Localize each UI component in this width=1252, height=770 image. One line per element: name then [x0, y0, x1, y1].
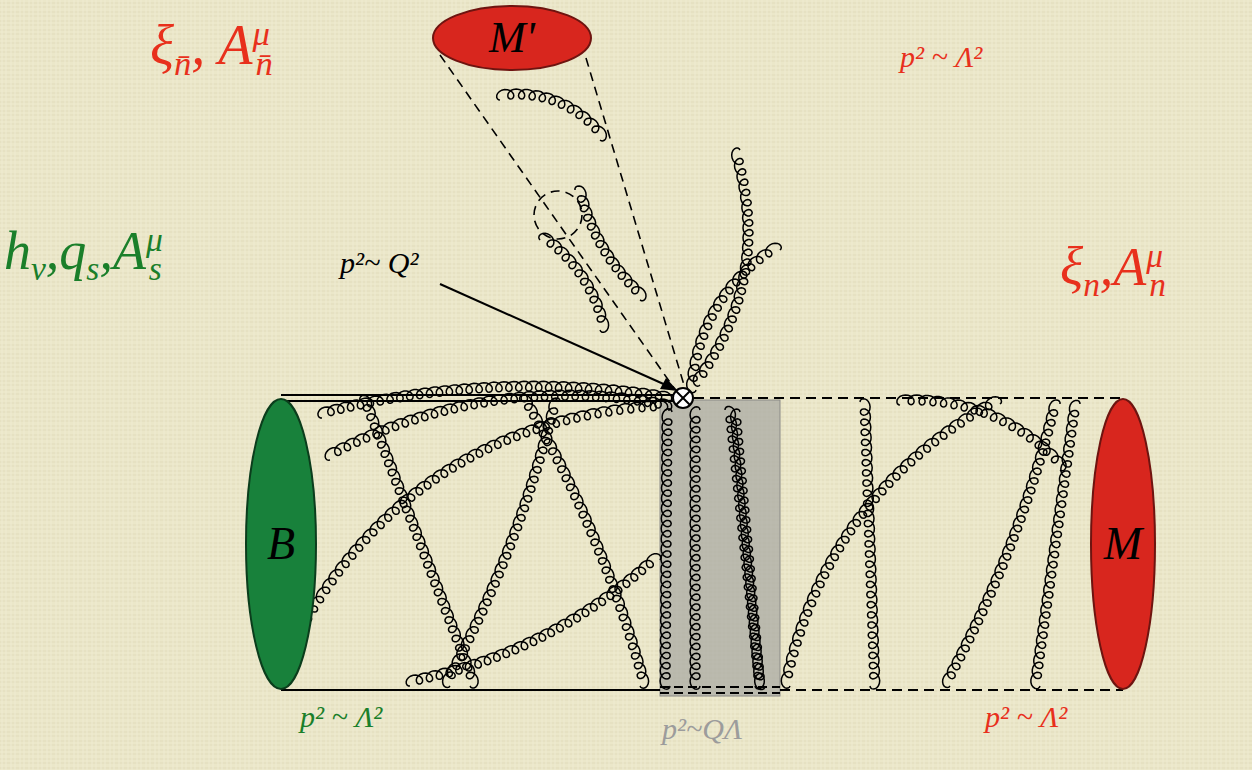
gluon: [520, 395, 649, 688]
gluon: [731, 409, 765, 689]
ellipse-outline: [246, 399, 316, 689]
gluon: [693, 148, 753, 386]
field-label: p²~QΛ: [662, 712, 742, 745]
field-label: ξn̄, Aμn̄: [150, 15, 273, 83]
field-label: p² ~ Λ²: [300, 700, 382, 733]
gluon: [497, 89, 607, 141]
gluon: [293, 401, 668, 642]
vertex-symbol: [673, 388, 693, 408]
meson-name: B: [245, 521, 317, 567]
vertex-arrow: [440, 284, 678, 391]
hard-collinear-box: [660, 400, 780, 696]
gluon: [360, 395, 478, 688]
gluon: [690, 407, 700, 689]
heavy-quark-line: [281, 400, 673, 402]
meson-ellipse: B: [245, 398, 317, 690]
gluon: [539, 233, 609, 332]
hard-collinear-line: [660, 692, 780, 694]
soft-quark-line: [281, 689, 660, 691]
gluon-lines: [293, 89, 1080, 690]
heavy-quark-line: [281, 394, 673, 396]
gluon: [860, 399, 880, 689]
gluon: [406, 554, 661, 686]
gluon: [443, 398, 560, 688]
ellipse-outline: [1091, 399, 1155, 689]
quark-line: [281, 395, 1123, 401]
meson-ellipse: M: [1090, 398, 1156, 690]
meson-ellipse: M': [432, 5, 592, 71]
hard-collinear-line: [660, 686, 780, 688]
field-label: ξn,Aμn: [1060, 238, 1166, 304]
collinear-quark-line: [780, 689, 1123, 691]
collinear-quark-line: [694, 397, 1123, 399]
gluon: [660, 409, 672, 689]
quark-line: [281, 687, 1123, 693]
meson-name: M: [1090, 521, 1156, 567]
gluon: [781, 397, 1001, 689]
field-label: hv,qs,Aμs: [4, 222, 162, 288]
field-label: p² ~ Λ²: [900, 40, 982, 73]
ellipse-outline: [433, 6, 591, 70]
cone: [440, 55, 684, 388]
gluon: [897, 395, 1066, 471]
meson-name: M': [432, 16, 592, 60]
field-label: p² ~ Λ²: [985, 700, 1067, 733]
gluon: [725, 407, 764, 689]
field-label: p²~ Q²: [340, 246, 418, 279]
gluon: [1031, 400, 1080, 688]
